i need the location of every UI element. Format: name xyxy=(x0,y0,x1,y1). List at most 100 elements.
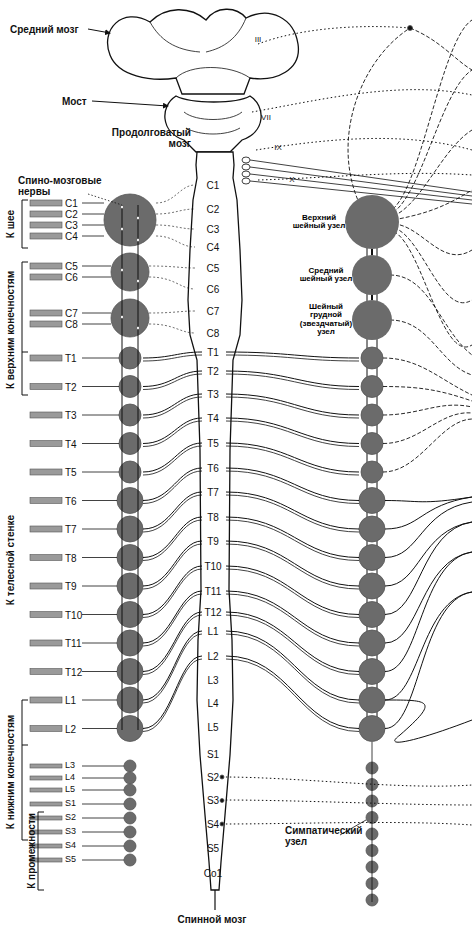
preganglionic-fiber xyxy=(226,541,359,586)
segment-label: T4 xyxy=(207,413,219,424)
spinal-ganglion-small xyxy=(124,812,136,824)
preganglionic-fiber xyxy=(226,659,359,732)
nerve-link xyxy=(82,225,104,226)
preganglionic-fiber xyxy=(226,397,359,418)
segment-label: T12 xyxy=(65,666,82,677)
ramus-line xyxy=(143,421,202,447)
sacral-fiber xyxy=(222,777,472,786)
segment-label: T9 xyxy=(65,581,77,592)
cranial-fiber xyxy=(258,27,410,44)
ramus-line xyxy=(143,541,202,586)
spinal-nerve-stub xyxy=(30,222,62,228)
ramus-line xyxy=(143,495,202,532)
segment-label: T1 xyxy=(65,353,77,364)
segment-label: T2 xyxy=(207,366,219,377)
cranial-fiber xyxy=(410,28,472,70)
segment-label: C2 xyxy=(65,209,78,220)
sacral-fiber xyxy=(222,822,472,825)
spinal-ganglion-small xyxy=(124,854,136,866)
segment-label: S1 xyxy=(207,749,219,760)
segment-label: L1 xyxy=(65,695,76,706)
spinal-nerve-stub xyxy=(30,412,62,418)
segment-label: L4 xyxy=(207,698,218,709)
preganglionic-fiber xyxy=(226,371,359,387)
nerve-rootlet xyxy=(242,171,250,177)
preganglionic-fiber xyxy=(226,421,359,447)
chain-ganglion xyxy=(359,602,385,628)
segment-label: T3 xyxy=(65,410,77,421)
preganglionic-fiber xyxy=(226,495,359,532)
cervical-fiber xyxy=(149,266,195,268)
fiber-dot xyxy=(136,216,139,219)
spinal-nerve-stub xyxy=(30,355,62,361)
segment-label: T10 xyxy=(204,561,221,572)
spinal-nerve-stub xyxy=(30,612,62,618)
splanchnic-nerve xyxy=(385,522,472,615)
cranial-nerve-number: III xyxy=(255,36,262,45)
segment-label: T8 xyxy=(65,552,77,563)
spinal-nerve-stub xyxy=(30,200,62,206)
chain-ganglion xyxy=(361,433,383,455)
segment-label: C8 xyxy=(207,328,220,339)
leader-arrow xyxy=(92,101,168,106)
spinal-ganglion xyxy=(117,687,143,713)
nerve-link xyxy=(82,728,117,729)
fiber-dot xyxy=(136,326,139,329)
spinal-nerve-stub xyxy=(30,669,62,675)
ramus-line xyxy=(143,355,202,361)
segment-label: C3 xyxy=(207,224,220,235)
segment-label: T3 xyxy=(207,389,219,400)
segment-label: C5 xyxy=(207,263,220,274)
spinal-nerve-stub xyxy=(30,441,62,447)
nerve-link xyxy=(82,472,119,473)
segment-label: L3 xyxy=(207,675,218,686)
nerve-link xyxy=(82,500,117,501)
spinal-nerve-stub xyxy=(30,583,62,589)
postganglionic-fiber xyxy=(383,405,472,415)
splanchnic-nerve xyxy=(385,522,472,586)
part-label: Мост xyxy=(62,96,87,107)
ramus-line xyxy=(143,566,202,615)
ramus-line xyxy=(143,492,202,529)
fiber-dot xyxy=(120,268,123,271)
segment-label: T4 xyxy=(65,438,77,449)
preganglionic-fiber xyxy=(226,492,359,529)
spinal-nerve-stub xyxy=(30,526,62,532)
ramus-line xyxy=(143,517,202,558)
spinal-ganglion xyxy=(117,659,143,685)
fiber-dot xyxy=(120,227,123,230)
preganglionic-fiber xyxy=(226,566,359,615)
cervical-fiber xyxy=(156,225,195,229)
fiber-dot xyxy=(120,205,123,208)
splanchnic-nerve xyxy=(385,700,472,742)
ganglion-label: Верхний шейный узел xyxy=(289,214,349,231)
pons-detail xyxy=(184,112,242,134)
midbrain-outline xyxy=(108,9,299,94)
ramus-line xyxy=(143,594,202,646)
segment-label: T8 xyxy=(207,512,219,523)
segment-label: L2 xyxy=(65,723,76,734)
chain-connector xyxy=(371,249,373,255)
chain-ganglion xyxy=(359,716,385,742)
spinal-nerve-stub xyxy=(30,274,62,280)
preganglionic-fiber xyxy=(226,468,359,501)
preganglionic-fiber xyxy=(226,394,359,415)
root-dot xyxy=(220,822,224,826)
preganglionic-fiber xyxy=(226,612,359,672)
preganglionic-fiber xyxy=(226,471,359,504)
ganglion-node: Средний шейный узел xyxy=(352,255,392,295)
nerve-link xyxy=(82,266,111,267)
preganglionic-fiber xyxy=(226,631,359,700)
spinal-ganglion-small xyxy=(124,826,136,838)
segment-label: S3 xyxy=(207,795,219,806)
splanchnic-nerve xyxy=(385,552,472,672)
sacral-fiber xyxy=(222,800,472,805)
preganglionic-fiber xyxy=(226,446,359,475)
bracket-line xyxy=(38,812,39,890)
preganglionic-fiber xyxy=(226,374,359,390)
fiber-dot xyxy=(136,238,139,241)
nerve-link xyxy=(82,277,111,278)
ramus-line xyxy=(143,471,202,504)
spinal-nerve-stub xyxy=(30,263,62,269)
segment-label: T10 xyxy=(65,609,82,620)
